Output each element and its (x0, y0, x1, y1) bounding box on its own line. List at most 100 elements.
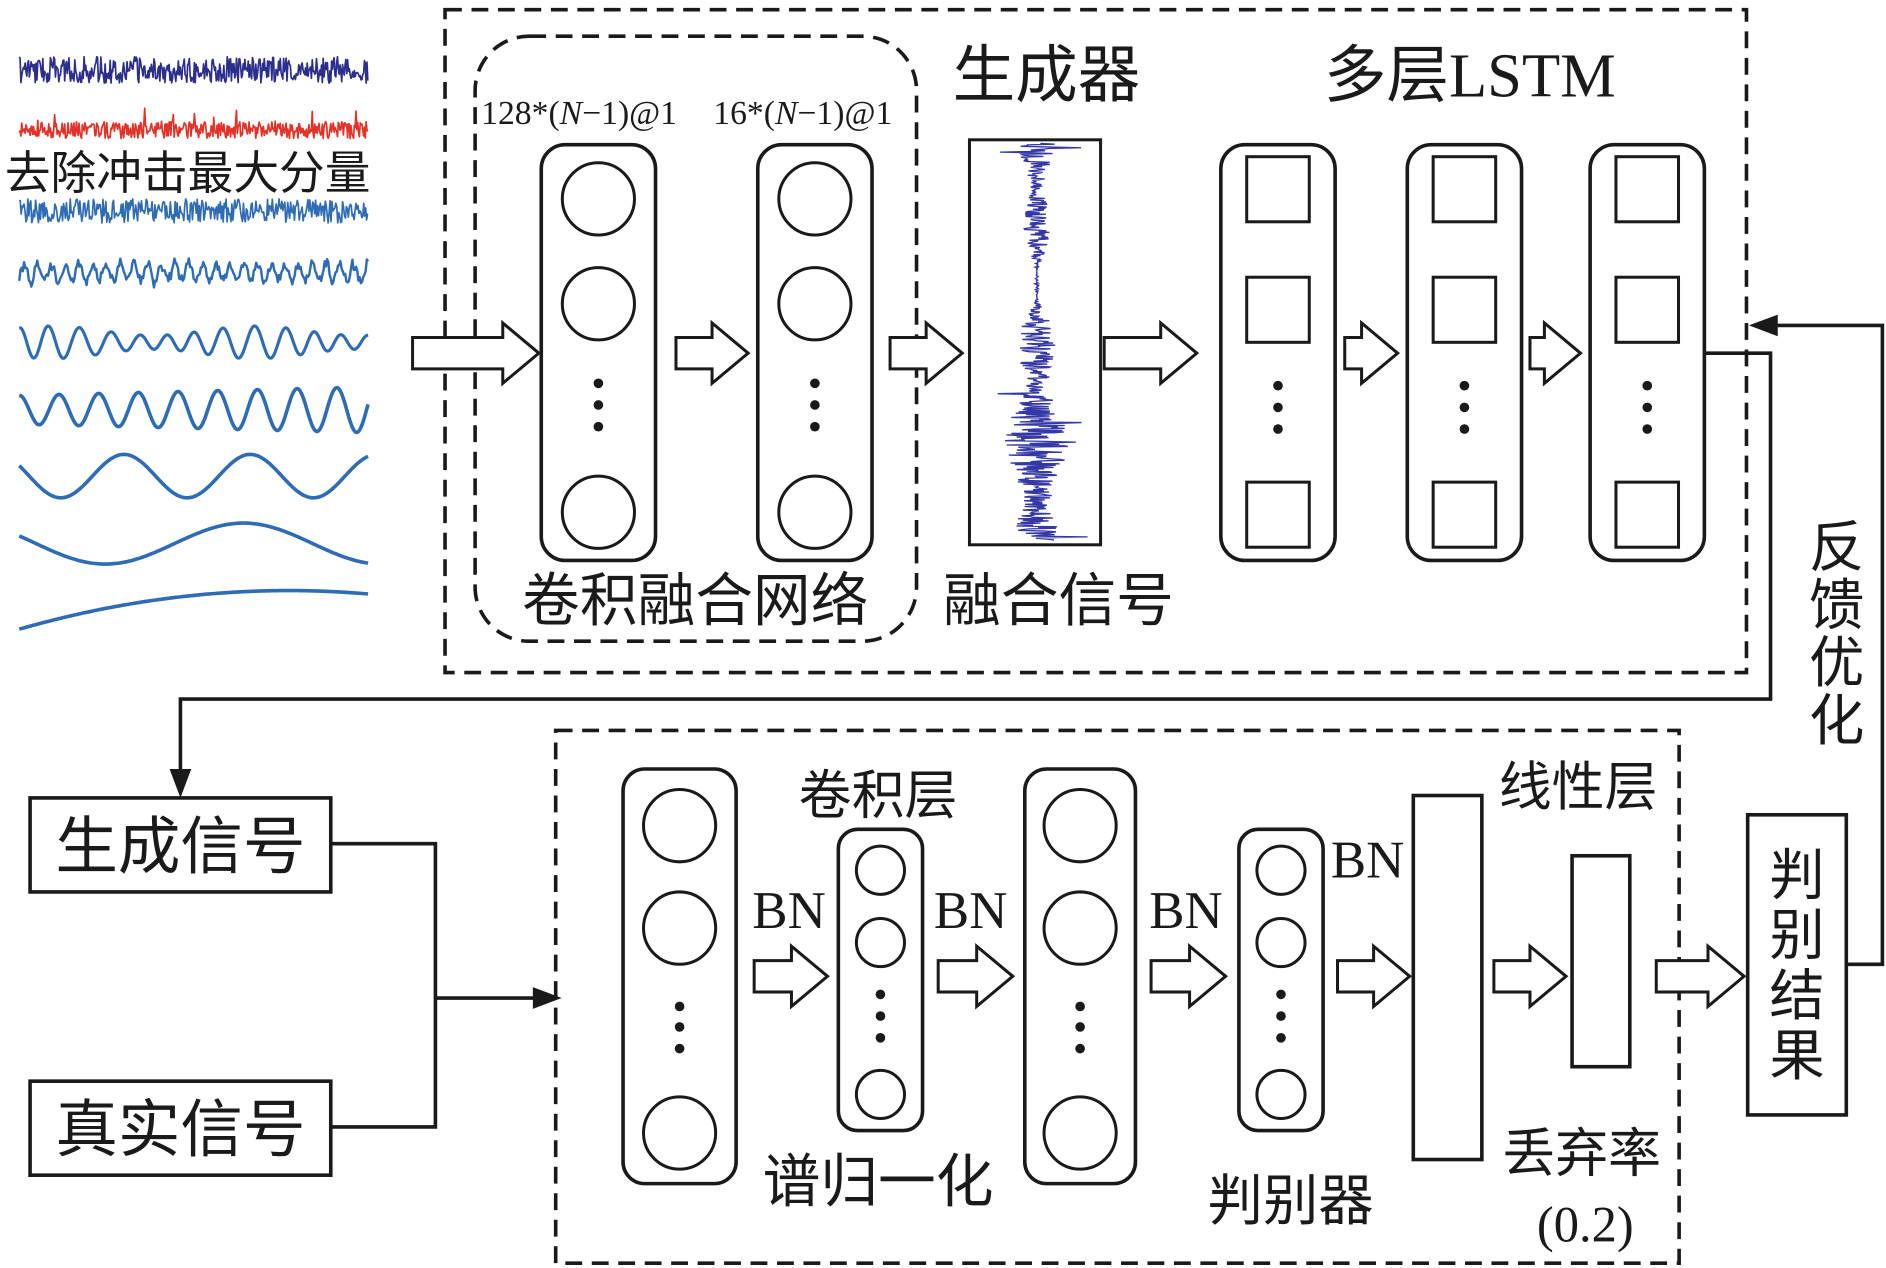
component-signal-6 (18, 588, 369, 631)
discriminator-conv-layer-1-ellipsis-dot (674, 1043, 685, 1054)
discriminator-conv-layer-2-neuron (854, 844, 907, 896)
discrimination-result-label: 判别结果 (1769, 845, 1824, 1087)
generator-boundary (443, 7, 1749, 675)
discriminator-conv-layer-4-frame (1237, 827, 1325, 1133)
lstm-layer-3-cell (1614, 480, 1681, 549)
linear-layer-block (1411, 793, 1484, 1162)
fused-signal-trace (997, 142, 1088, 541)
diagram-labels: 去除冲击最大分量 128*(N−1)@1 16*(N−1)@1 生成器 多层LS… (5, 40, 1865, 1252)
component-signal-3 (18, 385, 370, 435)
lstm-layer-1-cell (1245, 480, 1311, 549)
disc-conv2-to-conv3-arrow (936, 942, 1016, 1010)
lstm-layer-1-cell (1245, 155, 1311, 224)
discriminator-conv-layer-4-neuron (1255, 844, 1307, 896)
disc-conv1-to-conv2-arrow (752, 942, 830, 1010)
discriminator-conv-layer-4-ellipsis-dot (1276, 989, 1286, 1000)
lstm-layer-1-frame (1219, 142, 1337, 563)
discriminator-conv-layer-1-neuron (641, 1095, 718, 1171)
input-signals-caption: 去除冲击最大分量 (5, 148, 371, 199)
flow-arrows (411, 319, 1747, 1010)
connectors (169, 314, 1885, 1129)
discriminator-conv-layer-1-ellipsis-dot (674, 1001, 685, 1012)
conv-to-fused-arrow (888, 319, 965, 387)
lstm-layer-2-frame (1405, 142, 1524, 563)
generator-conv-layer-2-ellipsis-dot (810, 421, 820, 432)
vertical-label-char: 别 (1769, 906, 1824, 967)
generator-output-line (178, 351, 1773, 772)
disc-conv4-to-linear-arrow (1336, 942, 1413, 1010)
multilayer-lstm-title: 多层LSTM (1324, 40, 1616, 110)
vertical-label-char: 馈 (1809, 575, 1864, 636)
conv-layer-1-size-label: 128*(N−1)@1 (481, 95, 677, 132)
dropout-layer-block (1570, 853, 1632, 1069)
discriminator-conv-layer-2-ellipsis-dot (875, 1011, 886, 1021)
lstm-layer-1-ellipsis-dot (1273, 380, 1283, 391)
discriminator-conv-layer-4-neuron (1255, 1068, 1307, 1121)
bn-label: BN (1331, 831, 1405, 889)
generator-title: 生成器 (953, 40, 1141, 110)
size-label-prefix: 128*( (481, 95, 560, 132)
vertical-label-char: 结 (1769, 966, 1824, 1027)
discriminator-conv-layer-3-frame (1022, 767, 1138, 1186)
feedback-optimization-label: 反馈优化 (1809, 517, 1864, 752)
component-signal-5 (18, 521, 369, 566)
generator-output-arrowhead (169, 768, 192, 798)
vertical-label-char: 化 (1809, 691, 1864, 752)
lstm-layer-2-ellipsis-dot (1459, 380, 1470, 391)
size-label-variable: N (559, 95, 585, 132)
conv-fusion-network-label: 卷积融合网络 (522, 570, 868, 634)
conv1-to-conv2-arrow (674, 319, 751, 387)
discriminator-conv-layer-4-ellipsis-dot (1276, 1011, 1286, 1021)
generator-conv-layer-1-ellipsis-dot (593, 421, 604, 432)
generator-conv-layer-2-ellipsis-dot (810, 378, 820, 389)
discriminator-conv-layer-3-neuron (1042, 1095, 1118, 1171)
discriminator-conv-layer-2-frame (836, 827, 925, 1133)
generated-signal-label: 生成信号 (55, 812, 305, 882)
discriminator-input-arrowhead (532, 987, 562, 1009)
component-signal-4 (18, 452, 369, 500)
discriminator-conv-layer-3-ellipsis-dot (1075, 1022, 1085, 1032)
vertical-label-char: 反 (1809, 517, 1864, 578)
lstm-layers (1219, 142, 1707, 563)
lstm2-to-lstm3-arrow (1528, 319, 1583, 387)
dropout-label: 丢弃率 (1502, 1126, 1661, 1184)
discriminator-conv-layer-1-neuron (641, 787, 718, 864)
discriminator-conv-layer-4-neuron (1255, 916, 1307, 969)
discriminator-conv-layer-3-neuron (1042, 890, 1118, 966)
dropout-to-result-arrow (1654, 942, 1747, 1010)
fused-signal-label: 融合信号 (943, 570, 1174, 634)
real-signal-box (28, 1079, 333, 1177)
vertical-label-char: 判 (1769, 845, 1824, 906)
discriminator-conv-layer-3-ellipsis-dot (1075, 1001, 1085, 1012)
generator-conv-layer-2-neuron (777, 474, 853, 550)
size-label-suffix: −1)@1 (797, 95, 892, 132)
generated-signal-box (28, 796, 333, 894)
lstm-layer-2-ellipsis-dot (1459, 424, 1470, 434)
lstm-layer-1-cell (1245, 275, 1311, 344)
size-label-suffix: −1)@1 (582, 95, 677, 132)
lstm-layer-3-cell (1614, 275, 1681, 344)
generator-conv-layer-1-frame (539, 142, 658, 563)
real-signal-label: 真实信号 (55, 1095, 305, 1165)
raw-vibration-signal (18, 55, 369, 85)
vertical-label-char: 果 (1769, 1026, 1824, 1087)
fused-signal-panel (967, 138, 1103, 547)
discriminator-conv-layer-1-frame (621, 767, 738, 1186)
conv-layer-label: 卷积层 (799, 768, 958, 826)
disc-conv3-to-conv4-arrow (1149, 942, 1229, 1010)
discriminator-conv-layer-3-ellipsis-dot (1075, 1043, 1085, 1054)
discriminator-conv-layer-2-neuron (854, 916, 907, 969)
impulse-component-signal (18, 107, 369, 140)
dropout-rate-label: (0.2) (1537, 1196, 1634, 1252)
discrimination-result-box (1745, 812, 1849, 1117)
lstm-layer-3-ellipsis-dot (1642, 380, 1653, 391)
input-signals (18, 55, 370, 631)
lstm1-to-lstm2-arrow (1343, 319, 1401, 387)
component-signal-2 (18, 324, 369, 360)
discriminator-conv-layer-2-ellipsis-dot (875, 1032, 886, 1043)
generator-conv-layer-1-neuron (560, 161, 636, 237)
generator-conv-layer-2-frame (755, 142, 874, 563)
discriminator-layers (621, 767, 1632, 1186)
linear-to-dropout-arrow (1492, 942, 1569, 1010)
lstm-layer-2-cell (1431, 155, 1498, 224)
